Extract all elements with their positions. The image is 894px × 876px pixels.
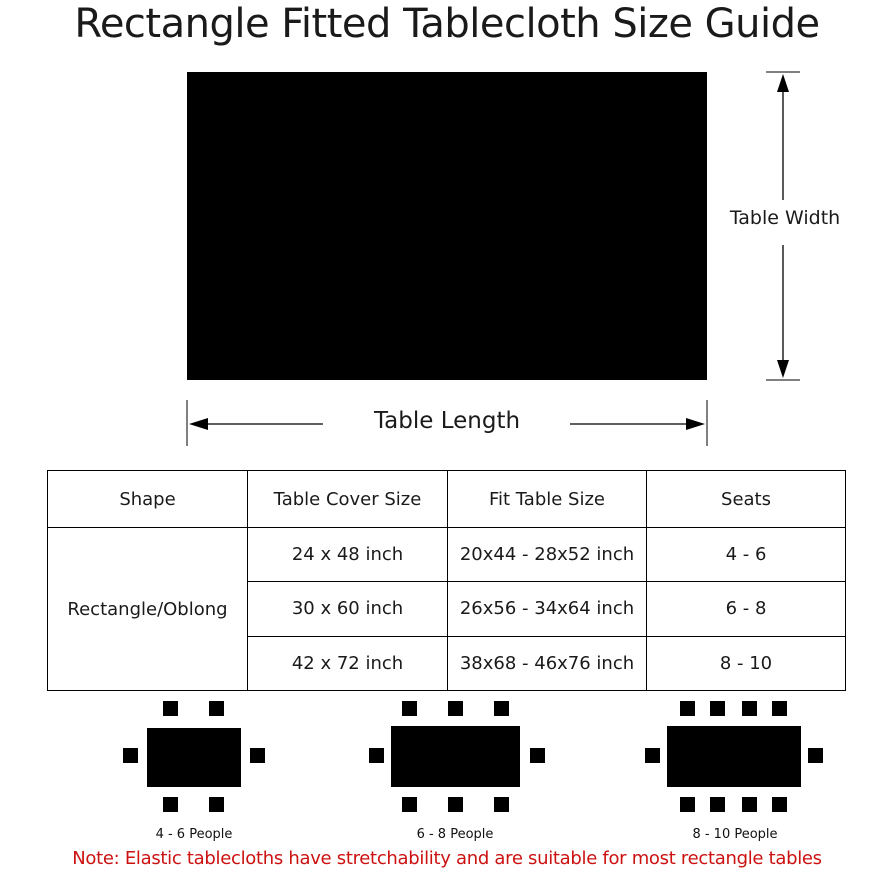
seating-caption-6-8: 6 - 8 People [416, 827, 494, 842]
seats-cell: 4 - 6 [646, 526, 846, 583]
dimension-arrows [186, 71, 800, 446]
shape-cell: Rectangle/Oblong [47, 527, 248, 691]
header-seats: Seats [646, 470, 846, 528]
tablecloth-shape [187, 72, 707, 380]
table-width-label: Table Width [729, 207, 841, 229]
table-row: 42 x 72 inch 38x68 - 46x76 inch 8 - 10 [48, 635, 846, 692]
seating-icon-8-10 [645, 701, 823, 812]
cover-size-cell: 42 x 72 inch [247, 635, 448, 692]
seating-icon-6-8 [369, 701, 545, 812]
seating-icons [123, 701, 823, 812]
seats-cell: 8 - 10 [646, 635, 846, 692]
table-length-label: Table Length [373, 408, 521, 434]
fit-size-cell: 38x68 - 46x76 inch [447, 635, 647, 692]
length-arrow-right-head [686, 418, 705, 430]
width-arrow-down-head [777, 360, 789, 378]
seating-caption-8-10: 8 - 10 People [692, 827, 778, 842]
cover-size-cell: 30 x 60 inch [247, 581, 448, 637]
page-title: Rectangle Fitted Tablecloth Size Guide [74, 1, 820, 47]
cover-size-cell: 24 x 48 inch [247, 526, 448, 583]
seating-icon-4-6 [123, 701, 265, 812]
width-arrow-up-head [777, 74, 789, 92]
fit-size-cell: 20x44 - 28x52 inch [447, 526, 647, 583]
header-fit-size: Fit Table Size [447, 470, 647, 528]
header-shape: Shape [47, 470, 248, 528]
fit-size-cell: 26x56 - 34x64 inch [447, 581, 647, 637]
seating-caption-4-6: 4 - 6 People [155, 827, 233, 842]
table-row: Rectangle/Oblong 24 x 48 inch 20x44 - 28… [47, 526, 846, 691]
table-row: 30 x 60 inch 26x56 - 34x64 inch 6 - 8 [48, 581, 846, 637]
table-header-row: Shape Table Cover Size Fit Table Size Se… [47, 470, 846, 528]
header-cover-size: Table Cover Size [247, 470, 448, 528]
seats-cell: 6 - 8 [646, 581, 846, 637]
length-arrow-left-head [189, 418, 208, 430]
note-text: Note: Elastic tablecloths have stretchab… [72, 848, 822, 869]
size-table: Shape Table Cover Size Fit Table Size Se… [47, 470, 846, 692]
